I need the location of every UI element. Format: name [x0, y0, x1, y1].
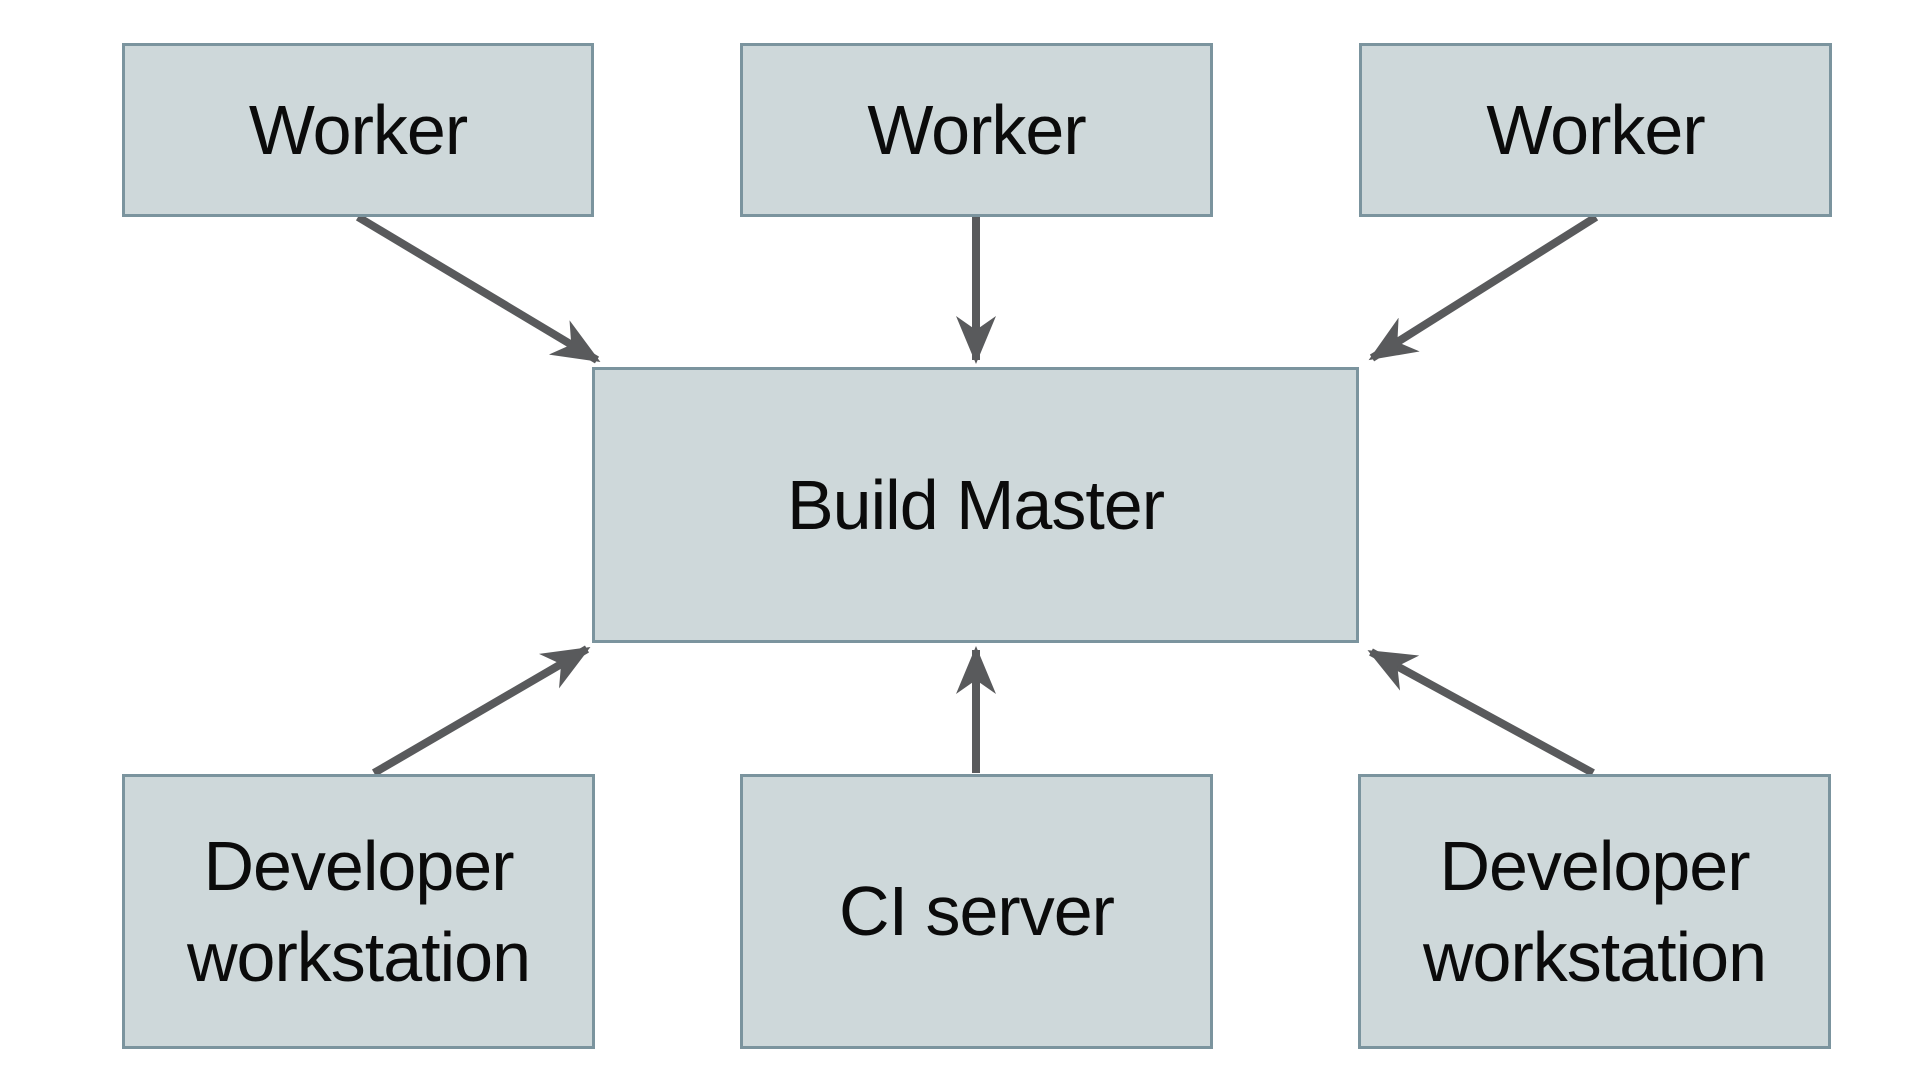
node-developer-workstation-right-label: Developer workstation — [1422, 826, 1767, 996]
node-worker-center-label: Worker — [867, 90, 1086, 169]
arrow-worker-left-to-build-master — [355, 213, 601, 364]
node-worker-right: Worker — [1359, 43, 1832, 217]
node-developer-workstation-left-label: Developer workstation — [186, 826, 531, 996]
node-developer-workstation-right: Developer workstation — [1358, 774, 1831, 1049]
arrow-developer-workstation-right-to-build-master — [1367, 648, 1595, 777]
node-worker-left: Worker — [122, 43, 594, 217]
node-worker-left-label: Worker — [248, 90, 468, 169]
node-ci-server-label: CI server — [839, 872, 1115, 950]
node-ci-server: CI server — [740, 774, 1213, 1049]
node-worker-center: Worker — [740, 43, 1213, 217]
node-build-master: Build Master — [592, 367, 1359, 643]
node-build-master-label: Build Master — [786, 465, 1165, 544]
arrow-worker-right-to-build-master — [1368, 213, 1599, 362]
arrow-developer-workstation-left-to-build-master — [371, 645, 591, 777]
node-developer-workstation-left: Developer workstation — [122, 774, 595, 1049]
node-worker-right-label: Worker — [1486, 90, 1705, 169]
